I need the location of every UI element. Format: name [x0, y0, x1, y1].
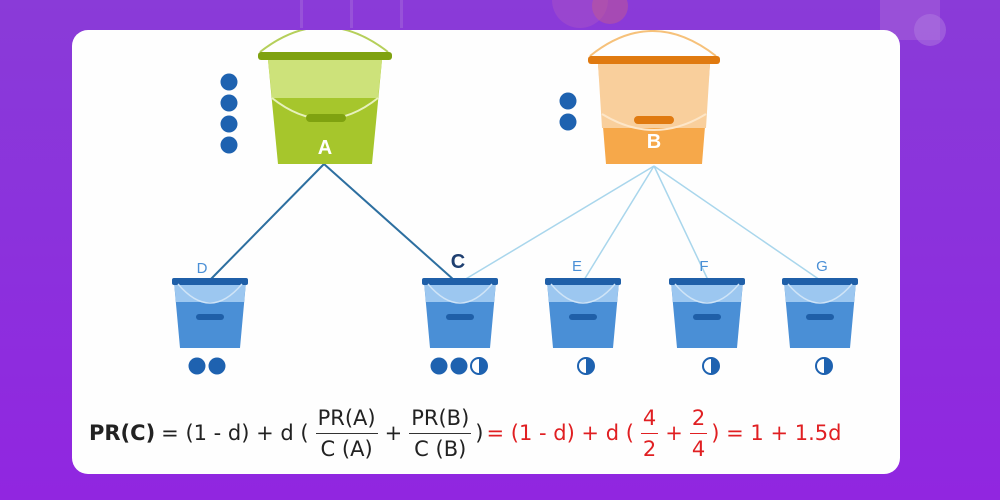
fraction-pr-b: PR(B) C (B): [409, 406, 472, 461]
pagerank-formula: PR(C) = (1 - d) + d ( PR(A) C (A) + PR(B…: [86, 396, 898, 470]
fraction-2-4-numerator: 2: [689, 406, 708, 434]
fraction-2-4: 2 4: [689, 406, 708, 461]
fraction-4-2: 4 2: [640, 406, 659, 461]
fraction-pr-b-numerator: PR(B): [409, 406, 472, 434]
bucket-a: A: [258, 30, 392, 164]
bucket-e-label: E: [572, 258, 582, 275]
formula-lhs: PR(C): [89, 421, 156, 445]
diagram-card: A B D: [72, 30, 900, 474]
formula-plus1: +: [384, 421, 403, 445]
formula-red-part1: = (1 - d) + d (: [486, 421, 634, 445]
bucket-b-label: B: [647, 131, 661, 153]
bucket-f-label: F: [699, 258, 708, 275]
pagerank-diagram: A B D: [171, 30, 859, 375]
formula-red-part2: ) = 1 + 1.5d: [711, 421, 842, 445]
bucket-g: G: [781, 258, 859, 375]
bucket-b: B: [588, 30, 720, 164]
bucket-c: C: [421, 251, 499, 375]
bucket-a-dots: [220, 73, 238, 154]
bucket-d: D: [171, 260, 249, 375]
bucket-b-dots: [559, 92, 577, 131]
links-from-b: [463, 165, 821, 281]
fraction-4-2-numerator: 4: [640, 406, 659, 434]
fraction-pr-b-denominator: C (B): [414, 436, 467, 461]
formula-close1: ): [475, 421, 484, 445]
bucket-g-label: G: [816, 258, 828, 275]
links-from-a: [209, 163, 455, 281]
formula-plus2: +: [665, 421, 683, 445]
bucket-f: F: [668, 258, 746, 375]
fraction-2-4-denominator: 4: [691, 436, 706, 461]
bucket-e: E: [544, 258, 622, 375]
fraction-4-2-denominator: 2: [642, 436, 657, 461]
formula-eq1: = (1 - d) + d (: [161, 421, 309, 445]
fraction-pr-a: PR(A) C (A): [315, 406, 378, 461]
bucket-a-label: A: [318, 137, 332, 159]
bucket-d-label: D: [197, 260, 208, 277]
fraction-pr-a-denominator: C (A): [320, 436, 373, 461]
bucket-c-label: C: [451, 251, 465, 273]
fraction-pr-a-numerator: PR(A): [315, 406, 378, 434]
